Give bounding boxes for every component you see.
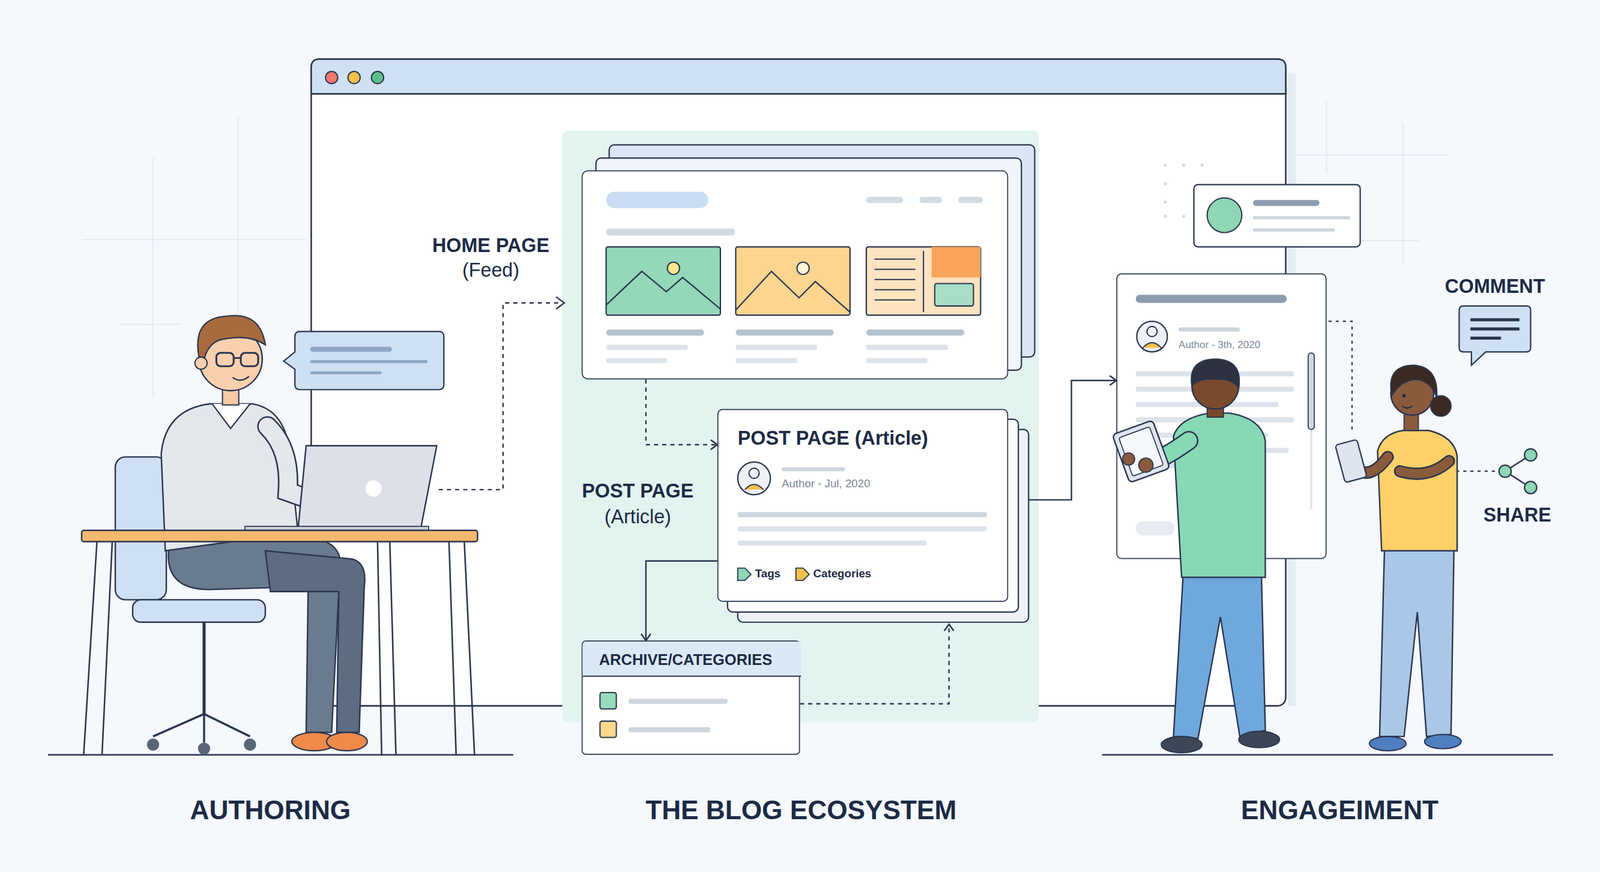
post-page-card: POST PAGE(Article)POST PAGE (Article)Aut… — [717, 409, 1009, 603]
connector-line — [646, 379, 718, 445]
arrow-head — [710, 440, 718, 450]
arrow-head — [944, 624, 954, 631]
connector-line — [1028, 380, 1117, 501]
reader-article-panel: Author - 3th, 2020 — [1116, 273, 1327, 559]
section-title: ENGAGEIMENT — [1135, 796, 1545, 827]
arrow-head — [1109, 375, 1117, 386]
node-text: ARCHIVE/CATEGORIES — [599, 650, 773, 669]
action-label: COMMENT — [1392, 275, 1597, 298]
section-title: THE BLOG ECOSYSTEM — [596, 796, 1006, 827]
node-text: POST PAGE (Article) — [737, 427, 929, 450]
node-heading: (Feed) — [399, 259, 583, 282]
node-heading: (Article) — [566, 506, 710, 529]
flow-connector — [646, 379, 718, 450]
flow-connector — [1028, 375, 1117, 501]
home-page-card: HOME PAGE(Feed) — [581, 170, 1009, 380]
arrow-head — [641, 633, 651, 641]
node-heading: POST PAGE — [566, 480, 710, 504]
node-text: Tags — [755, 567, 781, 580]
connector-line — [646, 561, 718, 642]
flow-connector — [800, 624, 954, 705]
section-title: AUTHORING — [66, 796, 475, 827]
feed-thumbnails — [582, 171, 1009, 381]
flow-connector — [641, 561, 718, 642]
node-text: Author - 3th, 2020 — [1178, 338, 1261, 351]
archive-box: ARCHIVE/CATEGORIES — [581, 640, 801, 755]
connector-line — [800, 624, 950, 705]
article-reader-view — [1117, 274, 1328, 561]
node-text: Categories — [813, 567, 872, 580]
node-text: Author - Jul, 2020 — [781, 477, 871, 490]
node-heading: HOME PAGE — [399, 234, 583, 257]
action-label: SHARE — [1415, 504, 1600, 527]
